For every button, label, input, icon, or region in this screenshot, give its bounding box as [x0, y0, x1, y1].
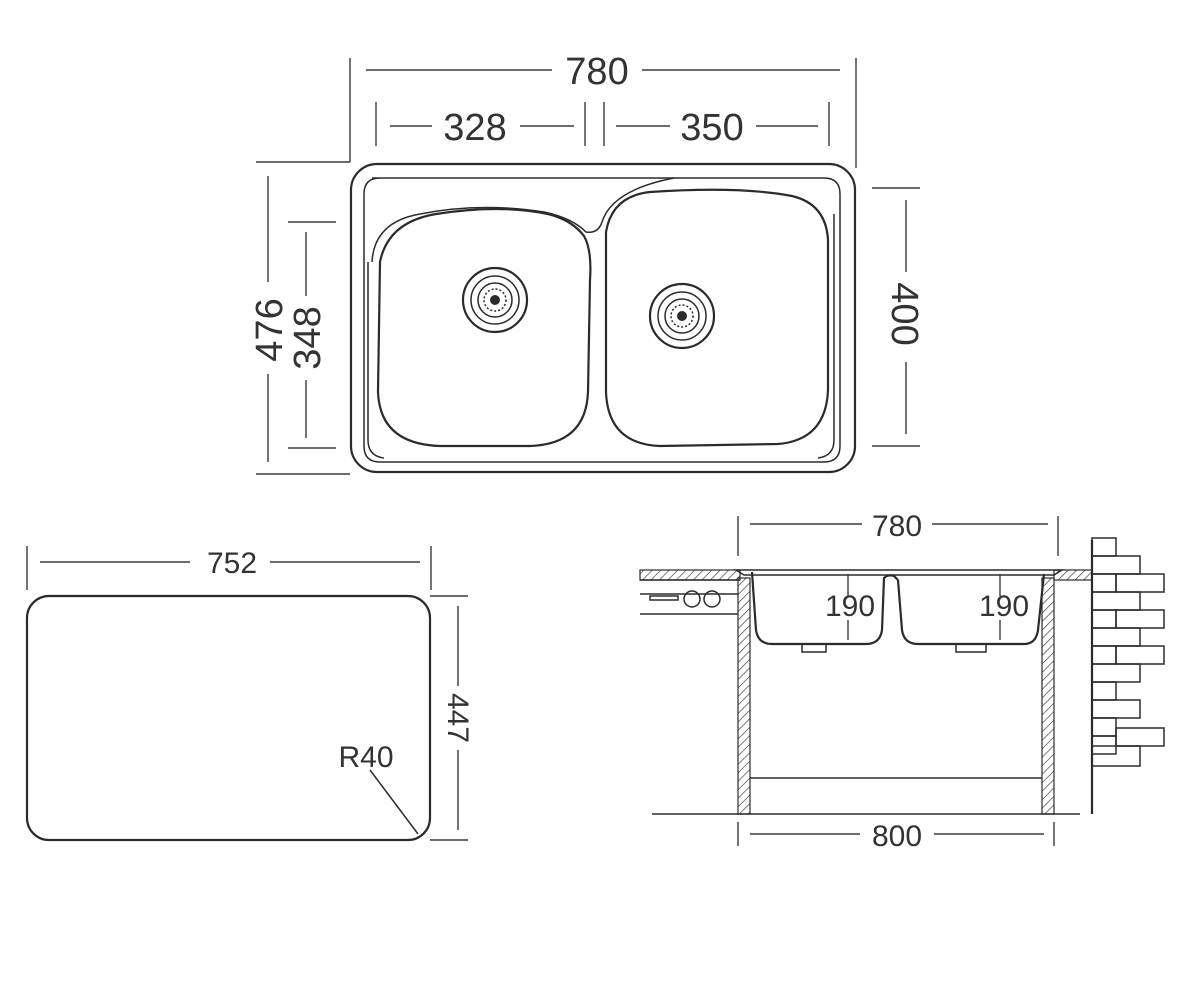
right-drain [648, 282, 716, 350]
overall-depth-dimension: 476 [249, 161, 350, 475]
left-bowl [376, 207, 592, 448]
right-depth-label: 400 [883, 282, 925, 345]
left-bowl-width-label: 328 [443, 107, 506, 149]
cabinet-left-wall [737, 577, 751, 815]
brick-wall-icon [1090, 537, 1165, 814]
sink-top-outline [349, 162, 857, 474]
right-bowl-height-label: 190 [979, 590, 1029, 623]
side-top-width-label: 780 [872, 510, 922, 543]
side-view: 780 190 190 [639, 510, 1165, 853]
overall-depth-label: 476 [249, 298, 291, 361]
top-view: 780 328 350 476 348 [249, 51, 925, 475]
left-bowl-width-dimension: 328 [390, 107, 574, 149]
cutout-radius-label: R40 [338, 741, 393, 774]
right-depth-dimension: 400 [872, 187, 925, 447]
bowl-depth-dimension: 348 [287, 221, 336, 449]
right-bowl-width-label: 350 [680, 107, 743, 149]
overall-width-label: 780 [565, 51, 628, 93]
appliance-controls-icon [640, 590, 738, 615]
overall-width-dimension: 780 [366, 51, 840, 93]
cutout-width-label: 752 [207, 547, 257, 580]
radius-leader [369, 769, 419, 835]
cutout-depth-label: 447 [441, 693, 474, 743]
right-bowl-width-dimension: 350 [616, 107, 818, 149]
side-left-bowl [750, 571, 899, 646]
cabinet-width-label: 800 [872, 820, 922, 853]
right-bowl [604, 188, 830, 448]
left-bowl-height-label: 190 [825, 590, 875, 623]
cabinet-right-wall [1041, 577, 1055, 815]
countertop-left [639, 569, 741, 581]
cutout-outline [25, 594, 432, 842]
cutout-view: 752 447 R40 [25, 546, 474, 842]
left-drain [461, 266, 529, 334]
bowl-depth-label: 348 [287, 306, 329, 369]
